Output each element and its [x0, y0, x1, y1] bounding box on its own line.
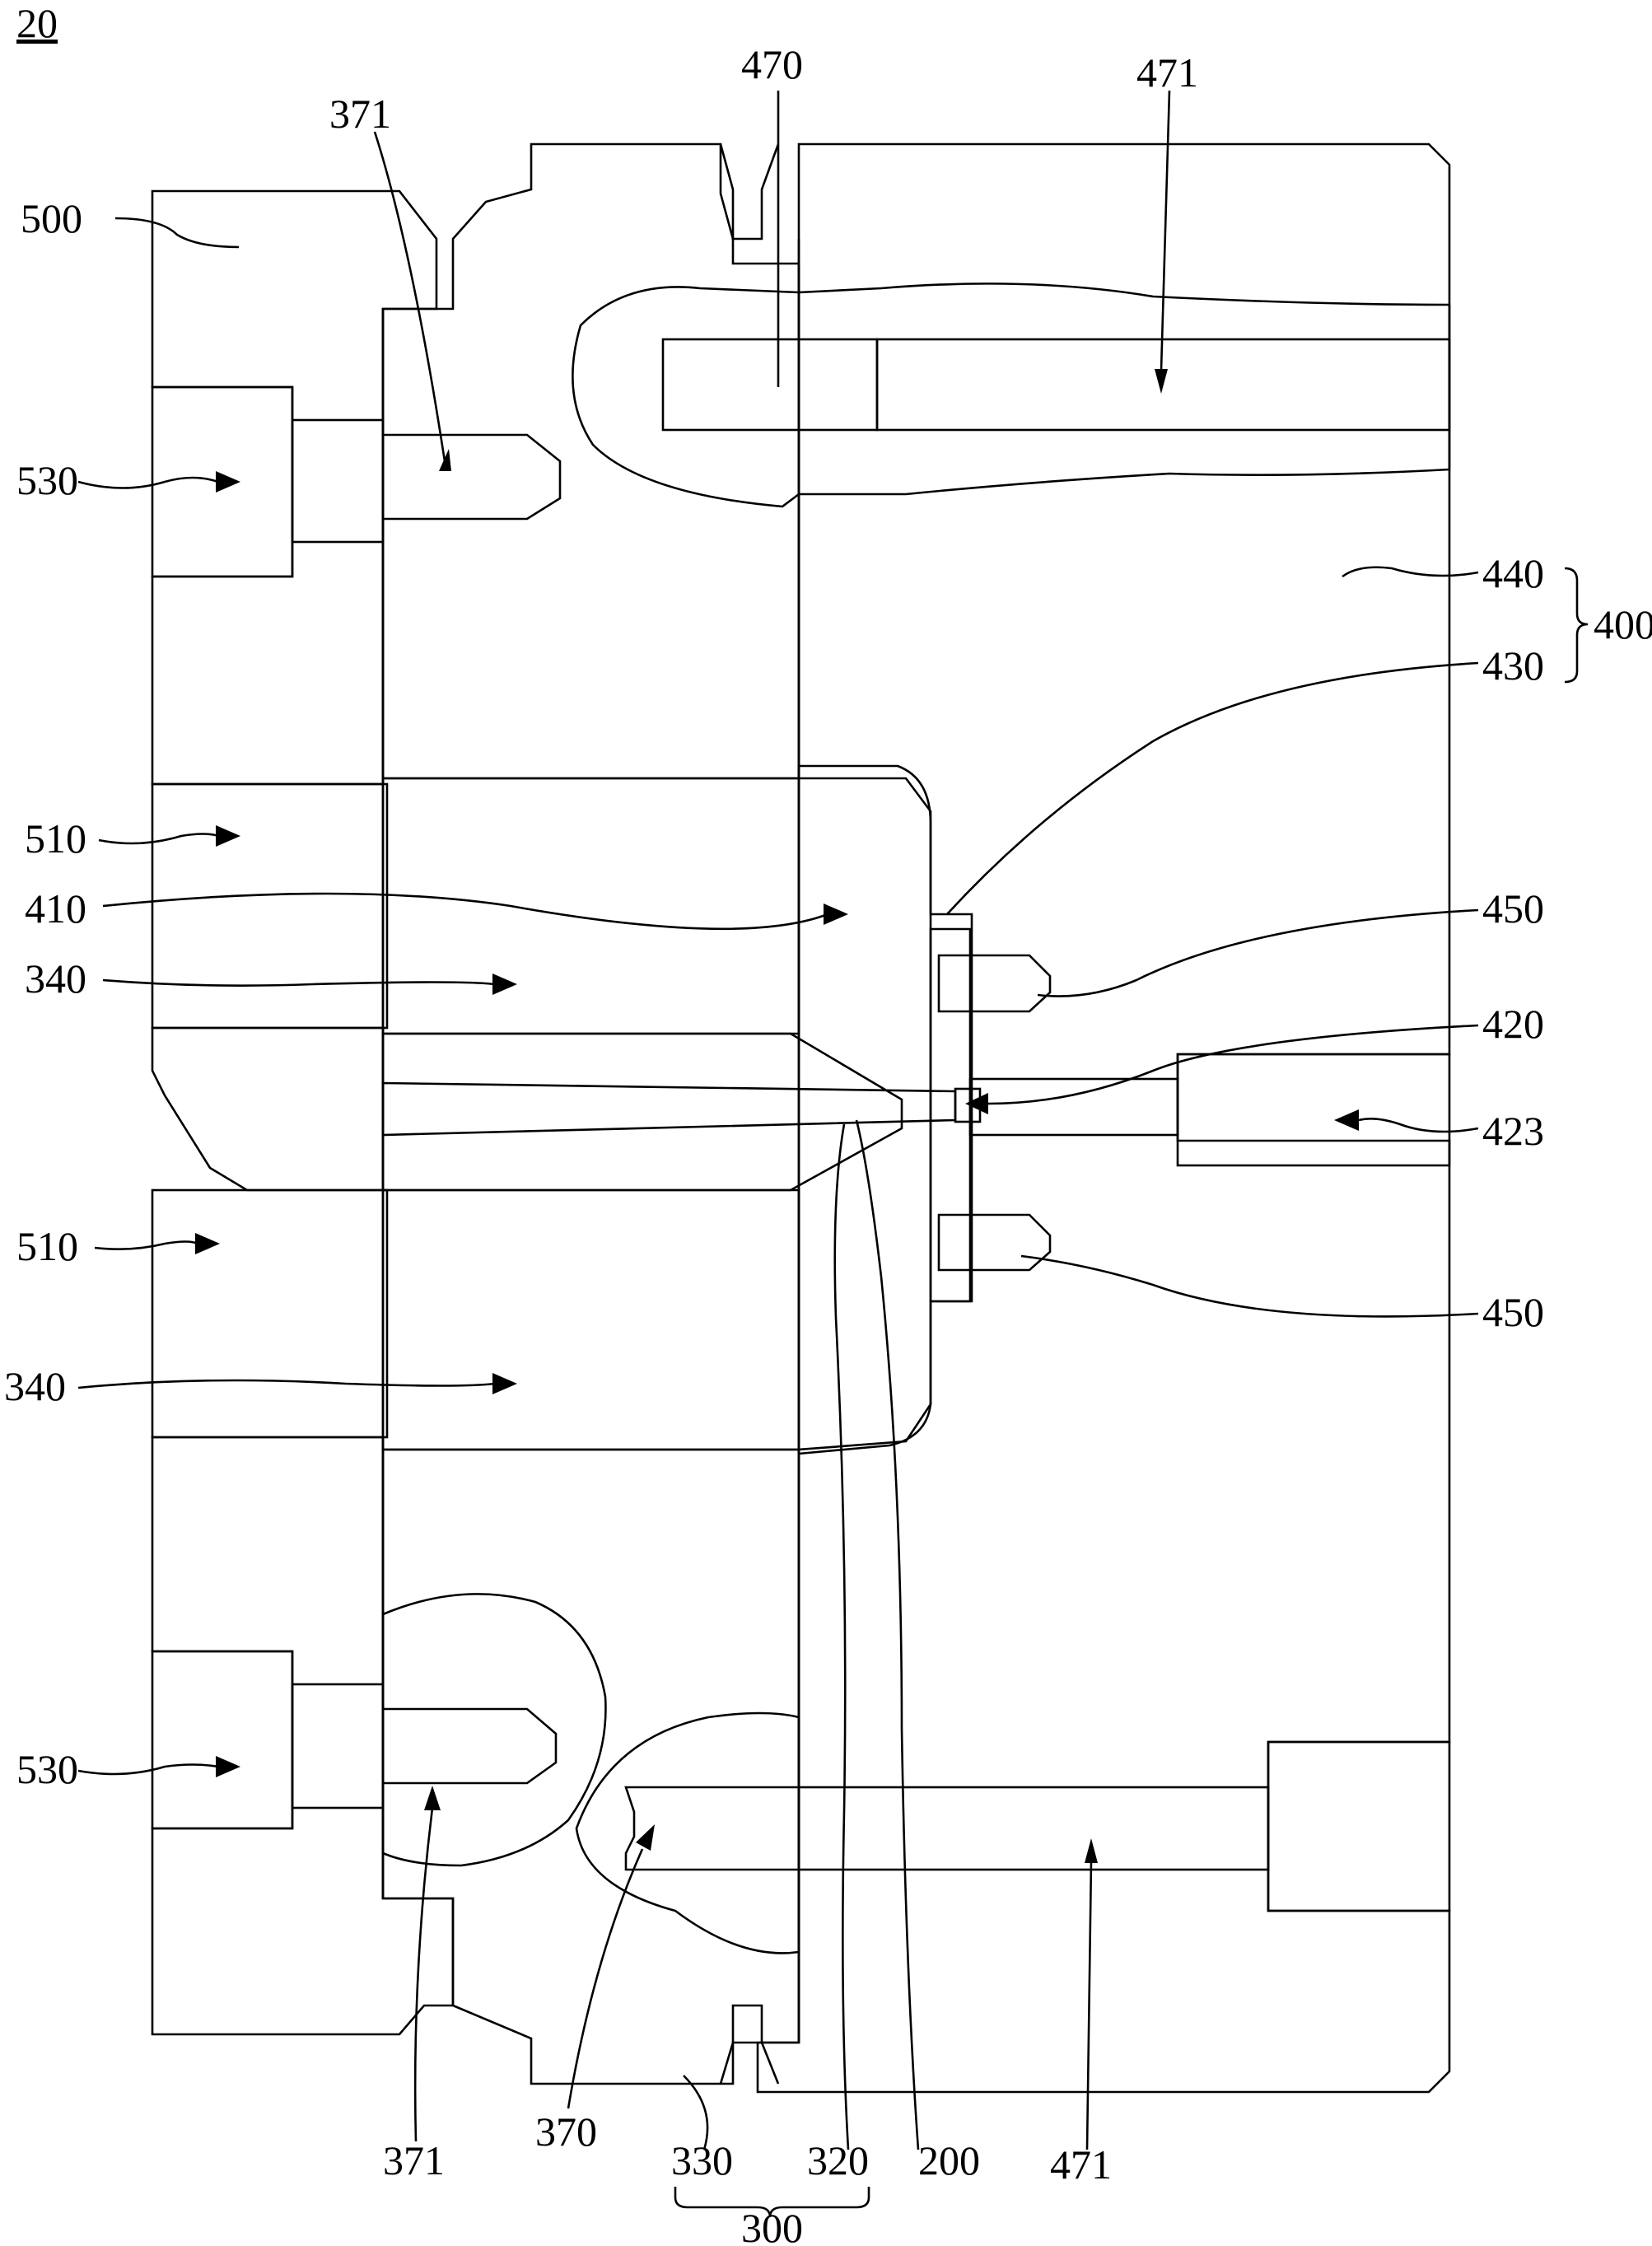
label-370: 370 — [535, 2108, 597, 2155]
label-423: 423 — [1482, 1108, 1544, 1154]
bore-530-lower-neck — [291, 1683, 385, 1809]
bore-471-lower-counterbore — [1267, 1740, 1451, 1912]
vee-notch-top — [719, 143, 780, 240]
label-530-top: 530 — [16, 457, 78, 503]
vee-notch-bottom — [719, 2004, 780, 2085]
label-300: 300 — [741, 2205, 803, 2246]
hole-510-lower — [151, 1188, 389, 1439]
gate-sleeve-320 — [381, 1032, 903, 1192]
label-470: 470 — [741, 41, 803, 87]
label-400: 400 — [1594, 601, 1652, 647]
local-section-370 — [575, 1711, 800, 1954]
label-530-bottom: 530 — [16, 1746, 78, 1792]
bore-471-upper — [875, 338, 1451, 432]
bore-530-lower — [151, 1650, 294, 1830]
screw-371-lower — [381, 1707, 558, 1785]
brace-400 — [1564, 567, 1589, 684]
screw-371-upper — [381, 433, 562, 521]
pin-470 — [661, 338, 879, 432]
label-410: 410 — [25, 885, 86, 932]
label-340-bottom: 340 — [4, 1363, 66, 1409]
label-320: 320 — [807, 2137, 869, 2183]
label-500: 500 — [21, 195, 82, 241]
label-371-bottom: 371 — [383, 2137, 445, 2183]
figure-number: 20 — [16, 0, 58, 46]
runner-340 — [381, 777, 800, 1035]
bore-471-lower — [797, 1786, 1270, 1871]
plate-500-upper — [151, 189, 438, 786]
label-440: 440 — [1482, 550, 1544, 596]
screw-450-upper — [937, 954, 1052, 1013]
label-450-top: 450 — [1482, 885, 1544, 932]
nozzle-seat-420 — [968, 1077, 1179, 1137]
label-200: 200 — [918, 2137, 980, 2183]
local-section-470 — [572, 283, 1451, 508]
label-510-top: 510 — [25, 815, 86, 862]
label-471-bottom: 471 — [1050, 2141, 1112, 2188]
brace-300 — [674, 2187, 870, 2218]
local-section-371 — [381, 1593, 607, 1867]
label-430: 430 — [1482, 642, 1544, 689]
bore-530-upper-neck — [291, 418, 385, 544]
nozzle-entry-423 — [1176, 1053, 1451, 1167]
label-330: 330 — [671, 2137, 733, 2183]
cavity-410 — [797, 764, 932, 1455]
leader-lines — [77, 90, 1479, 2150]
runner-340-lower — [381, 1188, 800, 1451]
label-510-bottom: 510 — [16, 1223, 78, 1269]
plate-500-lower — [151, 1436, 455, 2036]
label-340-top: 340 — [25, 955, 86, 1002]
label-420: 420 — [1482, 1001, 1544, 1047]
sprue-channel-200 — [381, 1081, 957, 1137]
sprue-bushing-430 — [929, 927, 972, 1303]
hole-510-upper — [151, 782, 389, 1030]
label-471-top: 471 — [1136, 49, 1198, 96]
label-450-bottom: 450 — [1482, 1289, 1544, 1335]
label-371-top: 371 — [329, 91, 391, 137]
screw-450-lower — [937, 1213, 1052, 1272]
plate-500-middle — [151, 1026, 385, 1192]
plate-330-lower — [381, 1448, 800, 2085]
